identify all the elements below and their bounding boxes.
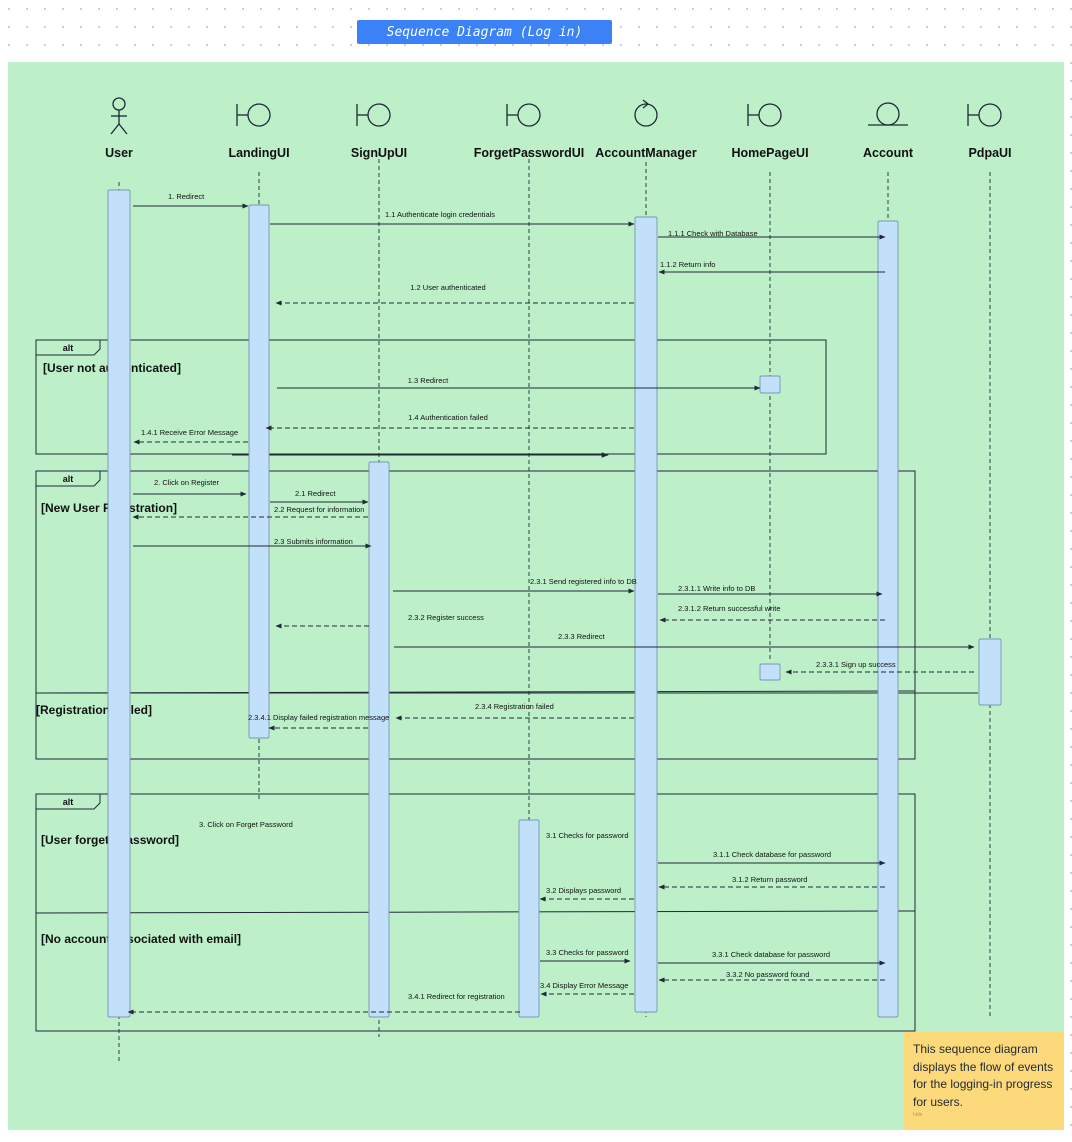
message-2-2-request-for-information-label: 2.2 Request for information	[274, 505, 364, 514]
message-3-3-checks-for-password-label: 3.3 Checks for password	[546, 948, 629, 957]
message-1-4-authentication-failed-label: 1.4 Authentication failed	[408, 413, 488, 422]
message-3-click-on-forget-password-label: 3. Click on Forget Password	[199, 820, 293, 829]
fragment-frame	[35, 339, 827, 455]
fragment-tab	[36, 794, 101, 810]
note-footer-mark: hide	[913, 1111, 923, 1118]
message-3-1-1-check-database-for-password-label: 3.1.1 Check database for password	[713, 850, 831, 859]
boundary-icon	[236, 103, 271, 127]
activation-bar	[248, 204, 270, 739]
message-2-3-2-register-success-label: 2.3.2 Register success	[408, 613, 484, 622]
message-1-1-2-return-info-label: 1.1.2 Return info	[660, 260, 715, 269]
participant-accountmanager: AccountManager	[595, 146, 697, 160]
activation-bar	[107, 189, 131, 1018]
message-3-1-2-return-password-label: 3.1.2 Return password	[732, 875, 807, 884]
sticky-note: This sequence diagram displays the flow …	[904, 1032, 1064, 1130]
boundary-icon	[967, 103, 1002, 127]
message-1-redirect-label: 1. Redirect	[168, 192, 205, 201]
message-2-3-4-1-display-failed-registration-message-label: 2.3.4.1 Display failed registration mess…	[248, 713, 389, 722]
message-2-3-3-redirect-label: 2.3.3 Redirect	[558, 632, 606, 641]
participant-pdpaui: PdpaUI	[968, 146, 1011, 160]
fragment-tab	[36, 340, 101, 356]
activation-bar	[877, 220, 899, 1018]
diagram-canvas: alt[User not authenticated]alt[New User …	[8, 62, 1064, 1130]
diagram-title: Sequence Diagram (Log in)	[357, 20, 612, 44]
participant-landingui: LandingUI	[228, 146, 289, 160]
activation-bar	[759, 663, 781, 681]
message-3-3-2-no-password-found-label: 3.3.2 No password found	[726, 970, 809, 979]
message-2-click-on-register-label: 2. Click on Register	[154, 478, 220, 487]
activation-bar	[759, 375, 781, 394]
guard-registration-failed: [Registration Failed]	[36, 703, 152, 717]
participant-forgetpasswordui: ForgetPasswordUI	[474, 146, 584, 160]
message-1-3-redirect-label: 1.3 Redirect	[408, 376, 449, 385]
message-3-3-1-check-database-for-password-label: 3.3.1 Check database for password	[712, 950, 830, 959]
fragment-frame	[35, 470, 916, 760]
message-2-3-4-registration-failed-label: 2.3.4 Registration failed	[475, 702, 554, 711]
message-3-2-displays-password-label: 3.2 Displays password	[546, 886, 621, 895]
fragment-operator: alt	[63, 797, 74, 807]
activation-bar	[368, 461, 390, 1018]
boundary-icon	[356, 103, 391, 127]
participant-user: User	[105, 146, 133, 160]
note-text: This sequence diagram displays the flow …	[913, 1042, 1054, 1109]
fragment-operator: alt	[63, 343, 74, 353]
fragment-tab	[36, 471, 101, 487]
message-1-2-user-authenticated-label: 1.2 User authenticated	[410, 283, 485, 292]
activation-bar	[518, 819, 540, 1018]
message-2-3-3-1-sign-up-success-label: 2.3.3.1 Sign up success	[816, 660, 896, 669]
boundary-icon	[747, 103, 782, 127]
message-3-1-checks-for-password-label: 3.1 Checks for password	[546, 831, 629, 840]
guard-no-account-associated-with-email: [No account associated with email]	[41, 932, 241, 946]
message-3-4-display-error-message-label: 3.4 Display Error Message	[540, 981, 628, 990]
sequence-diagram: alt[User not authenticated]alt[New User …	[35, 97, 1012, 1062]
message-1-4-1-receive-error-message-label: 1.4.1 Receive Error Message	[141, 428, 238, 437]
fragment-separator	[35, 910, 916, 914]
message-2-3-submits-information-label: 2.3 Submits information	[274, 537, 353, 546]
actor-icon	[110, 97, 128, 135]
boundary-icon	[506, 103, 541, 127]
participant-homepageui: HomePageUI	[731, 146, 808, 160]
fragment-operator: alt	[63, 474, 74, 484]
message-1-1-1-check-with-database-label: 1.1.1 Check with Database	[668, 229, 758, 238]
activation-bar	[978, 638, 1002, 706]
message-3-4-1-redirect-for-registration-label: 3.4.1 Redirect for registration	[408, 992, 505, 1001]
activation-bar	[634, 216, 658, 1013]
message-2-3-1-2-return-successful-write-label: 2.3.1.2 Return successful write	[678, 604, 781, 613]
message-2-1-redirect-label: 2.1 Redirect	[295, 489, 336, 498]
message-2-3-1-send-registered-info-to-db-label: 2.3.1 Send registered info to DB	[530, 577, 637, 586]
message-1-1-authenticate-login-credentials-label: 1.1 Authenticate login credentials	[385, 210, 495, 219]
control-icon	[634, 99, 658, 127]
participant-signupui: SignUpUI	[351, 146, 407, 160]
message-2-3-1-1-write-info-to-db-label: 2.3.1.1 Write info to DB	[678, 584, 755, 593]
participant-account: Account	[863, 146, 914, 160]
entity-icon	[868, 102, 908, 126]
